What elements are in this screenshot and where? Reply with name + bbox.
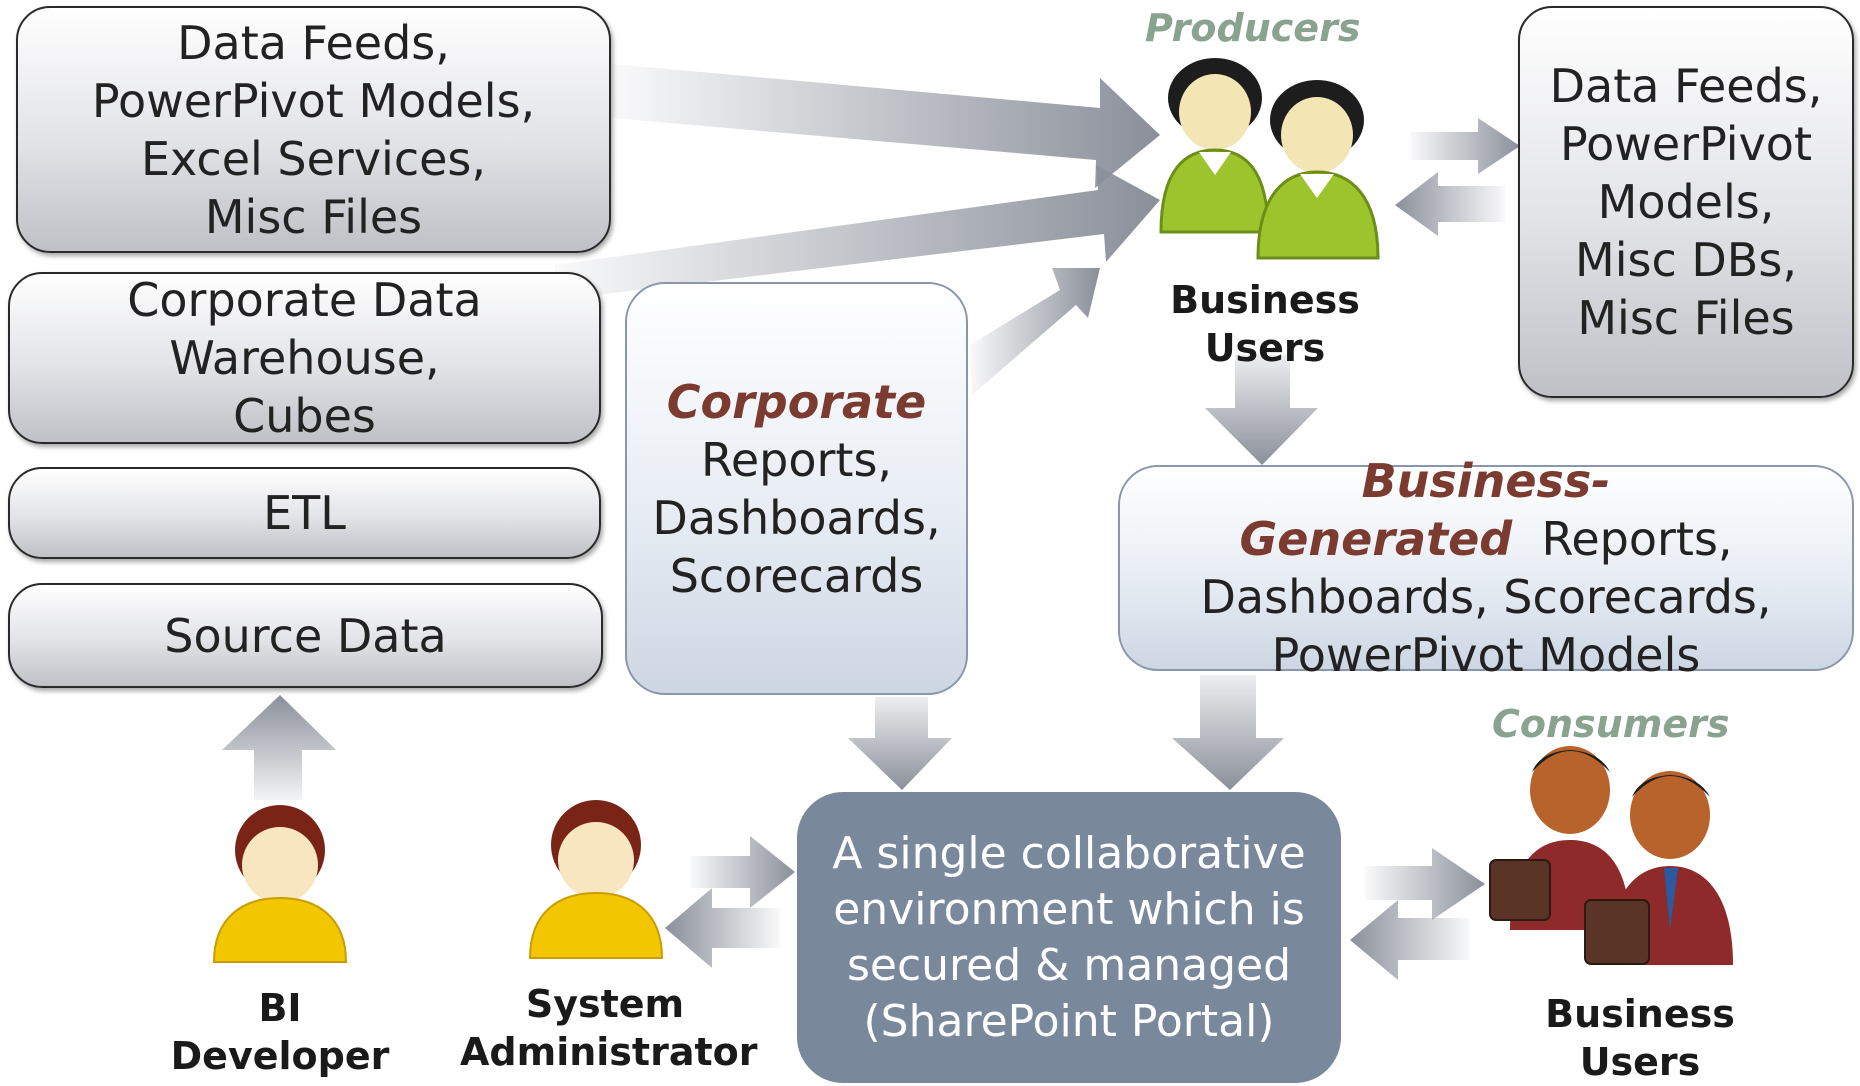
- source-data-box: Source Data: [8, 583, 603, 688]
- source-data-label: Source Data: [164, 608, 447, 663]
- consumers-heading: Consumers: [1492, 702, 1730, 746]
- business-generated-accent: Business-Generated: [1239, 454, 1611, 566]
- corporate-reports-box: Corporate Reports, Dashboards, Scorecard…: [625, 282, 968, 695]
- right-feeds-line: Misc DBs,: [1575, 233, 1797, 287]
- arrow-producers-to-business-generated: [1205, 355, 1318, 465]
- arrow-producers-to-rightfeeds: [1410, 118, 1520, 174]
- consumers-label-line: Users: [1579, 1040, 1701, 1084]
- warehouse-line: Cubes: [233, 389, 376, 443]
- bi-developer-label-line: BI: [258, 986, 302, 1030]
- arrow-admin-to-sharepoint: [690, 836, 795, 908]
- right-data-feeds-box: Data Feeds, PowerPivot Models, Misc DBs,…: [1518, 6, 1854, 398]
- corporate-data-warehouse-box: Corporate Data Warehouse, Cubes: [8, 272, 601, 444]
- corporate-line: Scorecards: [669, 548, 924, 603]
- etl-label: ETL: [263, 486, 346, 540]
- sysadmin-label-line: Administrator: [460, 1030, 758, 1074]
- right-feeds-line: Data Feeds,: [1549, 59, 1823, 113]
- bi-developer-label: BI Developer: [160, 984, 400, 1080]
- data-feeds-box: Data Feeds, PowerPivot Models, Excel Ser…: [16, 6, 611, 253]
- etl-box: ETL: [8, 467, 601, 559]
- sharepoint-line: A single collaborative: [832, 827, 1306, 879]
- business-users-briefcase-icon: [1489, 746, 1733, 965]
- right-feeds-line: PowerPivot: [1560, 117, 1812, 171]
- bi-developer-icon: [212, 805, 348, 963]
- producers-heading: Producers: [1145, 6, 1361, 50]
- sharepoint-line: secured & managed: [846, 939, 1292, 991]
- arrow-consumers-to-sharepoint: [1350, 900, 1470, 980]
- arrow-sharepoint-to-consumers: [1365, 848, 1485, 920]
- arrow-sharepoint-to-admin: [665, 888, 780, 968]
- arrow-rightfeeds-to-producers: [1395, 172, 1505, 236]
- data-feeds-line: PowerPivot Models,: [91, 73, 536, 128]
- right-feeds-line: Models,: [1597, 175, 1775, 229]
- business-users-green-icon: [1159, 58, 1380, 260]
- corporate-line: Reports,: [700, 432, 893, 487]
- arrow-datawarehouse-to-producers: [555, 165, 1160, 300]
- business-generated-first-line: Business-Generated Reports,: [1120, 452, 1852, 568]
- warehouse-line: Warehouse,: [169, 331, 440, 385]
- corporate-line: Dashboards,: [652, 490, 941, 545]
- business-generated-first-rest: Reports,: [1541, 512, 1733, 566]
- sharepoint-line: (SharePoint Portal): [863, 995, 1275, 1047]
- arrow-developer-to-source: [222, 695, 336, 800]
- sysadmin-label-line: System: [525, 982, 685, 1026]
- right-feeds-line: Misc Files: [1577, 291, 1795, 345]
- data-feeds-line: Misc Files: [204, 189, 423, 244]
- arrow-business-generated-to-sharepoint: [1172, 675, 1284, 790]
- business-generated-box: Business-Generated Reports, Dashboards, …: [1118, 454, 1854, 682]
- corporate-accent: Corporate: [666, 374, 927, 429]
- sharepoint-line: environment which is: [833, 883, 1305, 935]
- producers-label: Business Users: [1170, 278, 1360, 370]
- sysadmin-label: System Administrator: [460, 980, 758, 1076]
- business-generated-line: Dashboards, Scorecards,: [1200, 570, 1772, 624]
- warehouse-line: Corporate Data: [127, 273, 482, 327]
- consumers-label-line: Business: [1545, 992, 1735, 1036]
- sharepoint-portal-box: A single collaborative environment which…: [797, 792, 1341, 1083]
- system-administrator-icon: [528, 800, 664, 959]
- data-feeds-line: Data Feeds,: [177, 15, 450, 70]
- arrow-corporate-to-producers: [970, 268, 1100, 395]
- arrow-datafeeds-to-producers: [612, 64, 1160, 188]
- business-generated-line: PowerPivot Models: [1271, 628, 1701, 682]
- consumers-label: Business Users: [1520, 990, 1760, 1086]
- data-feeds-line: Excel Services,: [140, 131, 487, 186]
- bi-developer-label-line: Developer: [170, 1034, 390, 1078]
- arrow-corporate-to-sharepoint: [848, 697, 952, 790]
